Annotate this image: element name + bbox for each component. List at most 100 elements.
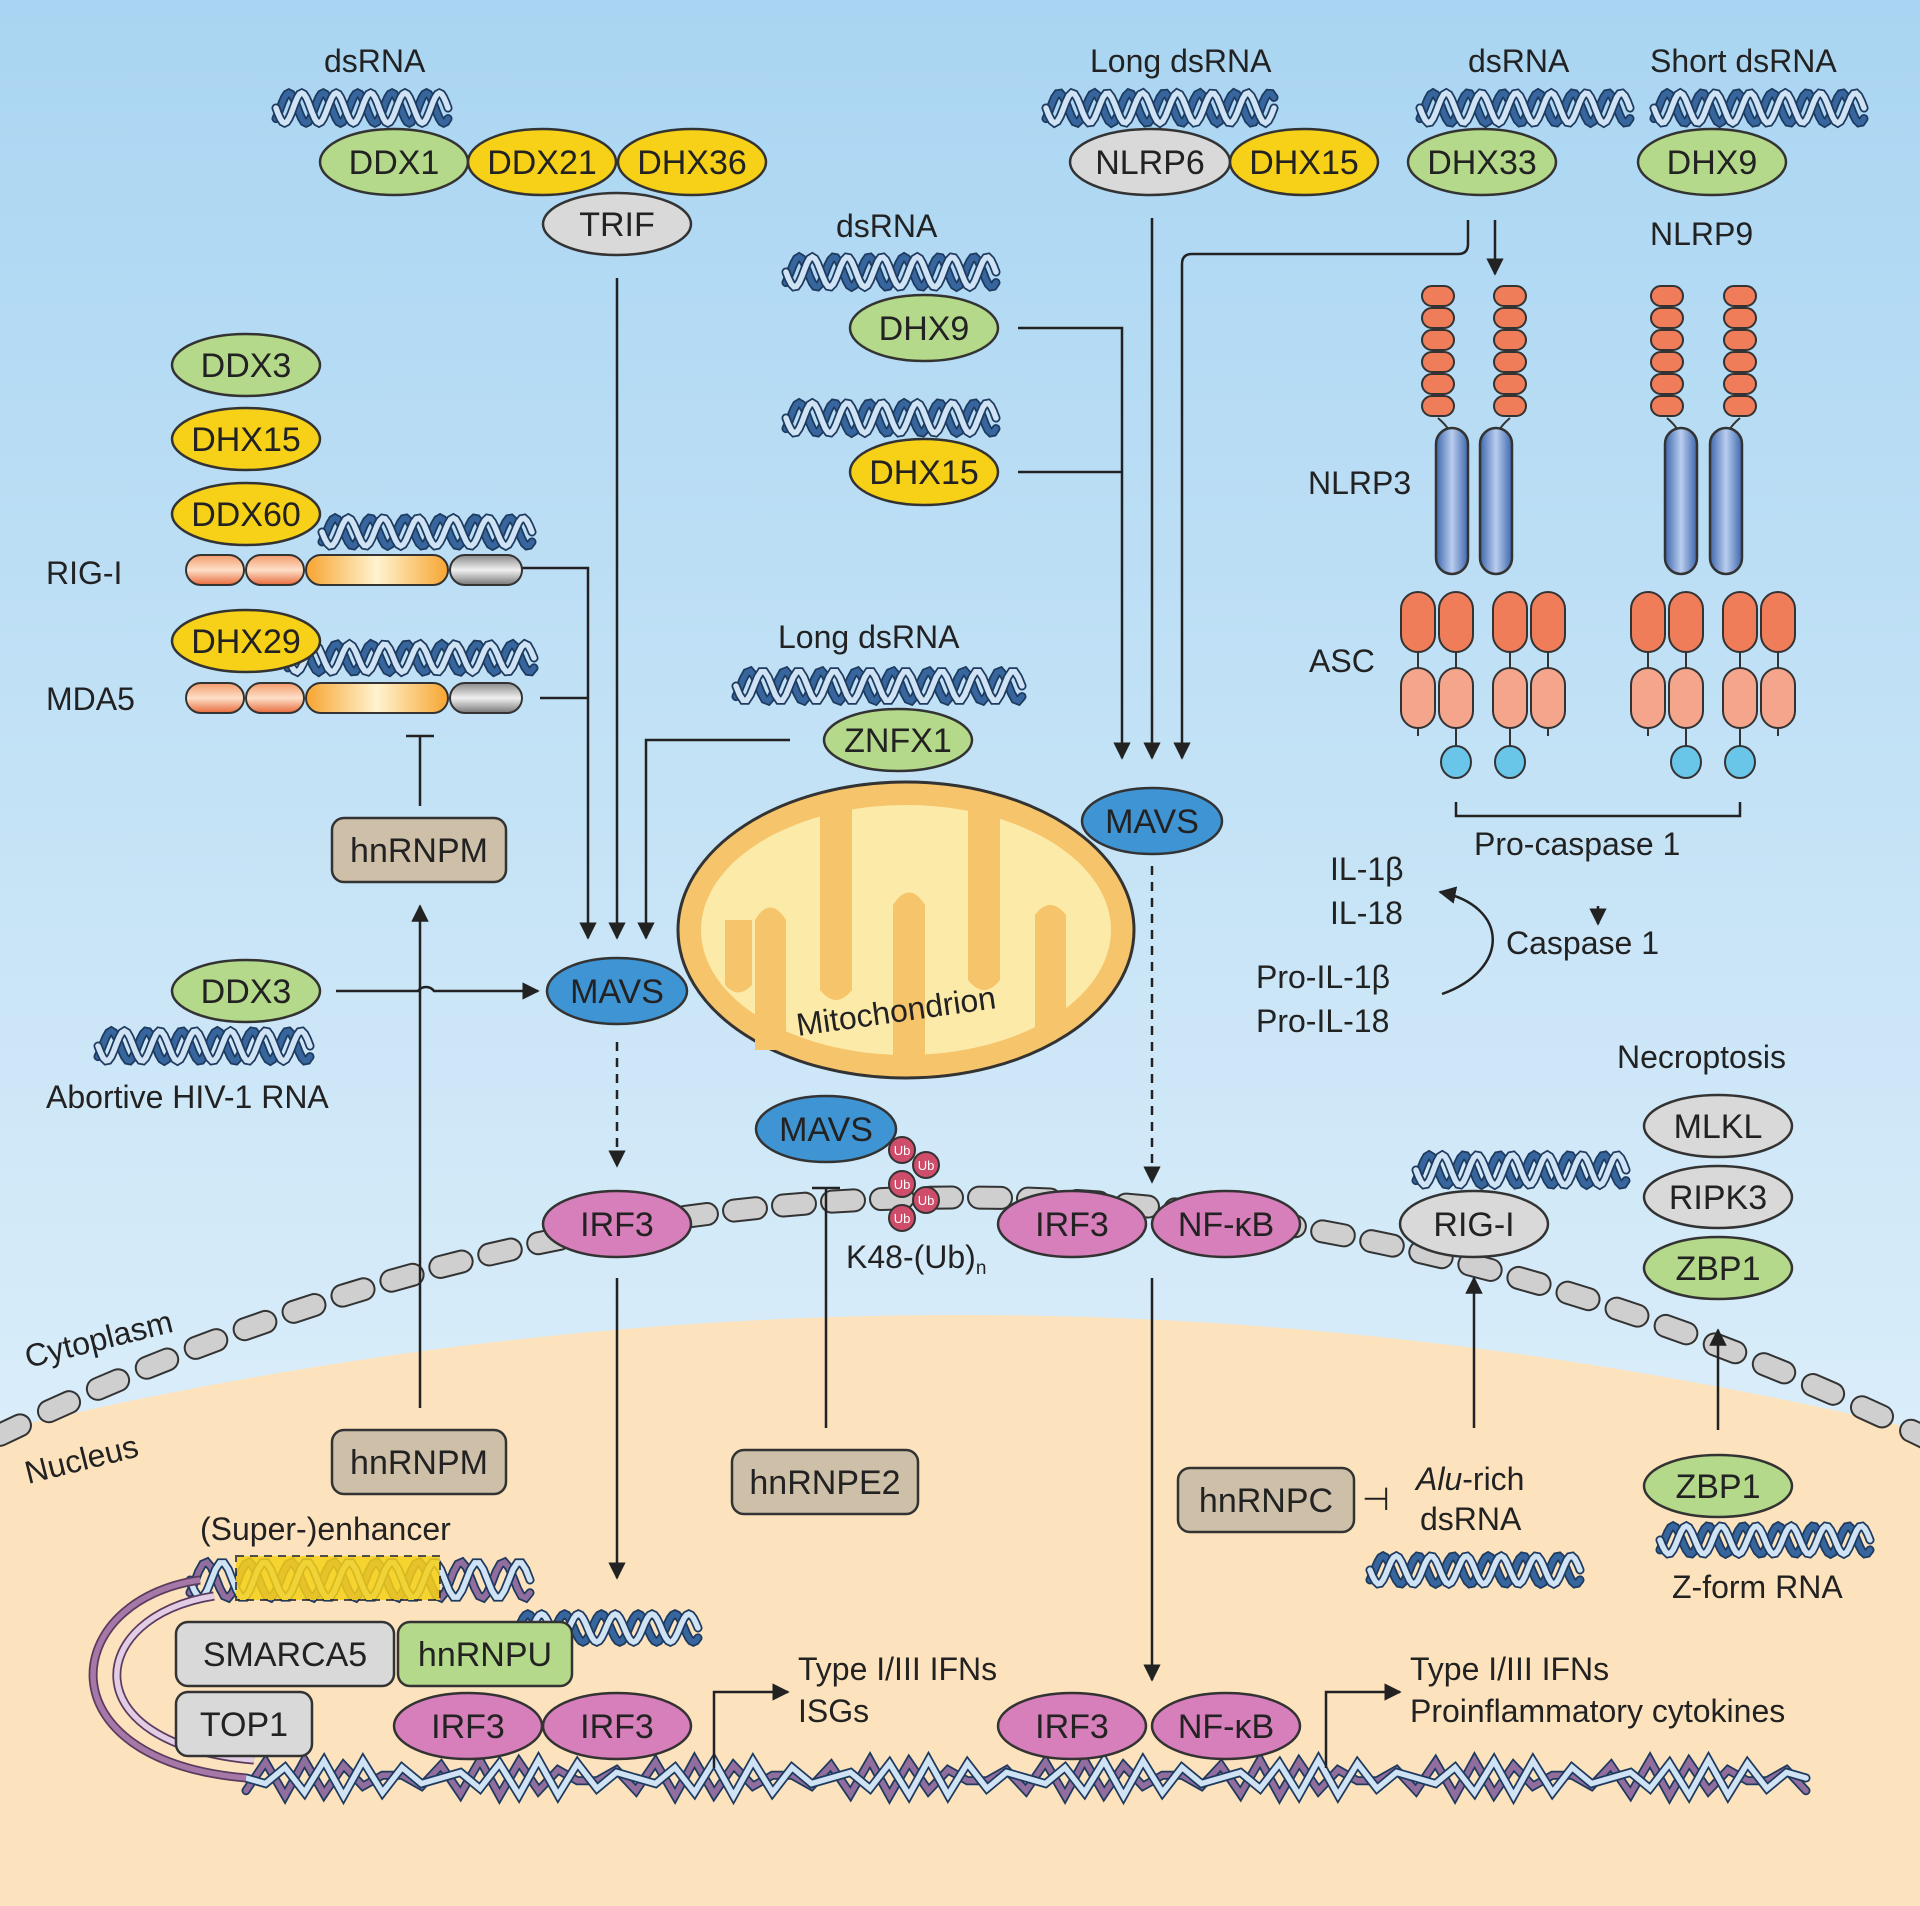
envelope-segment — [1800, 1373, 1846, 1406]
inflammasome-structures — [1400, 285, 1796, 779]
arrow-znfx1-mavs — [637, 738, 790, 940]
lrr-bead — [1650, 307, 1684, 329]
ripk3-protein-label: RIPK3 — [1669, 1179, 1767, 1217]
hnrnpe2-protein: hnRNPE2 — [730, 1448, 920, 1516]
short-dsrna-dhx9 — [1649, 87, 1869, 129]
label-il18: IL-18 — [1330, 895, 1403, 931]
envelope-segment — [183, 1328, 229, 1360]
label-short-dsrna: Short dsRNA — [1650, 43, 1837, 79]
lrr-bead — [1493, 351, 1527, 373]
label-alu-rest: -rich — [1462, 1461, 1524, 1497]
envelope-segment — [967, 1185, 1013, 1210]
asc-pyd — [1668, 591, 1704, 653]
dhx33-protein: DHX33 — [1406, 127, 1558, 197]
dhx15-left-protein-label: DHX15 — [191, 421, 301, 459]
irf3-nucleus-b-protein-label: IRF3 — [580, 1708, 654, 1746]
dhx9-mid-protein: DHX9 — [848, 293, 1000, 363]
arrow-dhx9-mavs — [1018, 326, 1131, 760]
envelope-segment — [281, 1292, 327, 1324]
dhx15-top-protein-label: DHX15 — [1249, 144, 1359, 182]
label-super-enhancer: (Super-)enhancer — [200, 1511, 451, 1547]
mlkl-protein: MLKL — [1642, 1093, 1794, 1159]
zbp1-cytoplasm-protein-label: ZBP1 — [1675, 1250, 1760, 1288]
lrr-bead — [1650, 373, 1684, 395]
asc-card — [1492, 667, 1528, 729]
pro-caspase-1 — [1494, 745, 1526, 779]
lrr-bead — [1421, 395, 1455, 417]
pro-caspase-1 — [1670, 745, 1702, 779]
nfkb-cytoplasm-protein: NF-κB — [1150, 1189, 1302, 1259]
irf3-nucleus-b-protein: IRF3 — [541, 1691, 693, 1761]
dhx29-protein: DHX29 — [170, 608, 322, 674]
ddx1-protein: DDX1 — [318, 127, 470, 197]
nfkb-cytoplasm-protein-label: NF-κB — [1178, 1206, 1274, 1244]
mlkl-protein-label: MLKL — [1674, 1108, 1763, 1146]
dsrna-dhx15-mid — [781, 397, 1001, 439]
long-dsrna-nlrp6 — [1041, 87, 1279, 129]
lrr-bead — [1650, 285, 1684, 307]
dhx15-left-protein: DHX15 — [170, 406, 322, 472]
rig-mda5-domain-bars — [185, 554, 523, 714]
label-alu-dsrna: dsRNA — [1420, 1501, 1522, 1537]
envelope-segment — [1359, 1229, 1405, 1258]
ubiquitin-bead: Ub — [912, 1186, 940, 1214]
ubiquitin-bead: Ub — [888, 1170, 916, 1198]
label-nlrp9: NLRP9 — [1650, 216, 1753, 252]
mavs-right-protein-label: MAVS — [1105, 803, 1199, 841]
arrow-transcription-2 — [1324, 1683, 1402, 1768]
envelope-segment — [1604, 1296, 1650, 1328]
envelope-segment — [85, 1368, 131, 1401]
hnrnpu-protein: hnRNPU — [396, 1620, 574, 1688]
label-k48-main: K48-(Ub) — [846, 1239, 976, 1275]
hnrnpm-nucleus-protein-label: hnRNPM — [350, 1444, 488, 1482]
hnrnpc-protein-label: hnRNPC — [1199, 1482, 1333, 1520]
lrr-bead — [1421, 373, 1455, 395]
rig-i-domains — [185, 554, 523, 586]
dsrna-ddx-complex — [271, 87, 453, 129]
asc-card — [1722, 667, 1758, 729]
hnrnpc-protein: hnRNPC — [1176, 1466, 1356, 1534]
svg-text:Ub: Ub — [918, 1193, 935, 1208]
hnrnpe2-protein-label: hnRNPE2 — [749, 1464, 900, 1502]
ubiquitin-bead: Ub — [888, 1136, 916, 1164]
label-proinflammatory: Proinflammatory cytokines — [1410, 1693, 1785, 1729]
svg-text:Ub: Ub — [894, 1143, 911, 1158]
lrr-bead — [1723, 373, 1757, 395]
top1-protein: TOP1 — [174, 1690, 314, 1758]
arrow-rig-i-mavs — [522, 566, 597, 940]
dhx15-top-protein: DHX15 — [1228, 127, 1380, 197]
nucleus-region — [0, 1315, 1920, 1906]
mitochondrion: Mitochondrion — [676, 780, 1136, 1080]
smarca5-protein-label: SMARCA5 — [203, 1636, 367, 1674]
envelope-segment — [428, 1249, 474, 1279]
lrr-bead — [1723, 285, 1757, 307]
hnrnpu-protein-label: hnRNPU — [418, 1636, 552, 1674]
envelope-segment — [1849, 1395, 1895, 1429]
dsrna-rig-i-right — [1411, 1149, 1631, 1191]
ddx21-protein: DDX21 — [466, 127, 618, 197]
lrr-bead — [1493, 395, 1527, 417]
pro-caspase-1 — [1440, 745, 1472, 779]
lrr-bead — [1650, 351, 1684, 373]
label-rig-i: RIG-I — [46, 555, 122, 591]
dhx15-mid-protein: DHX15 — [848, 437, 1000, 507]
asc-card — [1760, 667, 1796, 729]
envelope-segment — [232, 1309, 278, 1342]
arrow-dhx33-mavs — [1173, 220, 1470, 760]
z-form-rna — [1655, 1520, 1875, 1560]
lrr-bead — [1421, 351, 1455, 373]
dhx36-protein-label: DHX36 — [637, 144, 747, 182]
arrow-ddx3-mavs — [336, 982, 540, 1000]
envelope-segment — [1653, 1313, 1699, 1346]
znfx1-protein: ZNFX1 — [822, 707, 974, 773]
irf3-left-protein: IRF3 — [541, 1189, 693, 1259]
envelope-segment — [36, 1390, 82, 1424]
lrr-bead — [1493, 285, 1527, 307]
envelope-segment — [1506, 1265, 1552, 1296]
label-dsrna-2: dsRNA — [1468, 43, 1570, 79]
envelope-segment — [771, 1191, 817, 1218]
rna-helices — [88, 87, 1875, 1806]
irf3-left-protein-label: IRF3 — [580, 1206, 654, 1244]
ddx60-protein: DDX60 — [170, 481, 322, 547]
